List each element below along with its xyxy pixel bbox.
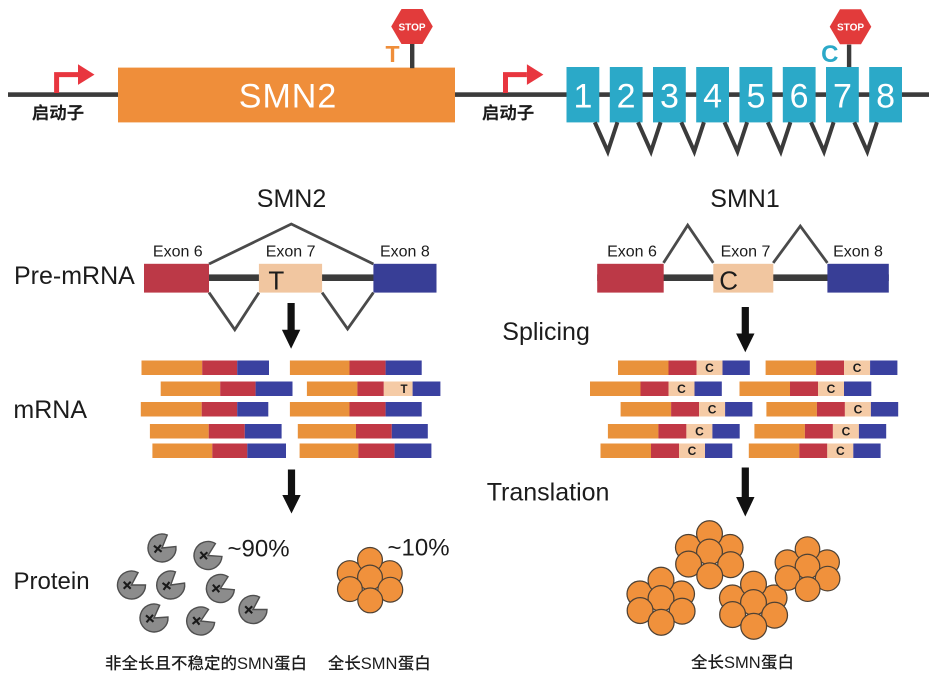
- svg-text:Pre-mRNA: Pre-mRNA: [14, 262, 135, 290]
- svg-text:C: C: [827, 382, 836, 396]
- svg-text:Splicing: Splicing: [502, 318, 590, 346]
- svg-text:SMN: SMN: [237, 655, 274, 673]
- svg-text:C: C: [688, 444, 697, 458]
- svg-text:C: C: [842, 425, 851, 439]
- svg-text:Exon 8: Exon 8: [380, 244, 430, 261]
- svg-text:SMN: SMN: [724, 654, 761, 672]
- svg-text:C: C: [821, 41, 838, 68]
- svg-text:T: T: [385, 41, 399, 67]
- svg-text:7: 7: [833, 78, 852, 116]
- svg-text:SMN1: SMN1: [710, 185, 779, 213]
- svg-text:8: 8: [876, 78, 895, 116]
- svg-text:mRNA: mRNA: [13, 396, 87, 424]
- svg-text:Exon 6: Exon 6: [153, 244, 203, 261]
- svg-text:C: C: [853, 361, 862, 375]
- svg-text:~90%: ~90%: [228, 536, 290, 563]
- svg-text:C: C: [854, 403, 863, 417]
- svg-text:4: 4: [703, 78, 722, 116]
- svg-text:Protein: Protein: [14, 568, 90, 595]
- svg-text:SMN2: SMN2: [257, 185, 326, 213]
- svg-text:C: C: [708, 403, 717, 417]
- svg-text:C: C: [677, 382, 686, 396]
- svg-text:C: C: [705, 361, 714, 375]
- svg-text:1: 1: [573, 78, 592, 116]
- svg-text:C: C: [695, 425, 704, 439]
- svg-text:Translation: Translation: [487, 479, 610, 507]
- svg-text:Exon 8: Exon 8: [833, 244, 883, 261]
- svg-text:T: T: [268, 266, 284, 296]
- svg-text:STOP: STOP: [398, 23, 425, 34]
- svg-text:~10%: ~10%: [388, 535, 450, 562]
- svg-text:C: C: [836, 444, 845, 458]
- svg-text:SMN: SMN: [361, 655, 398, 673]
- svg-text:6: 6: [790, 78, 809, 116]
- svg-text:STOP: STOP: [837, 23, 864, 34]
- svg-text:SMN2: SMN2: [239, 78, 337, 116]
- svg-text:Exon 7: Exon 7: [721, 244, 771, 261]
- svg-text:C: C: [719, 266, 738, 296]
- svg-text:5: 5: [746, 78, 765, 116]
- svg-text:Exon 7: Exon 7: [266, 244, 316, 261]
- svg-text:2: 2: [617, 78, 636, 116]
- svg-text:3: 3: [660, 78, 679, 116]
- svg-text:T: T: [400, 384, 407, 396]
- svg-text:Exon 6: Exon 6: [607, 244, 657, 261]
